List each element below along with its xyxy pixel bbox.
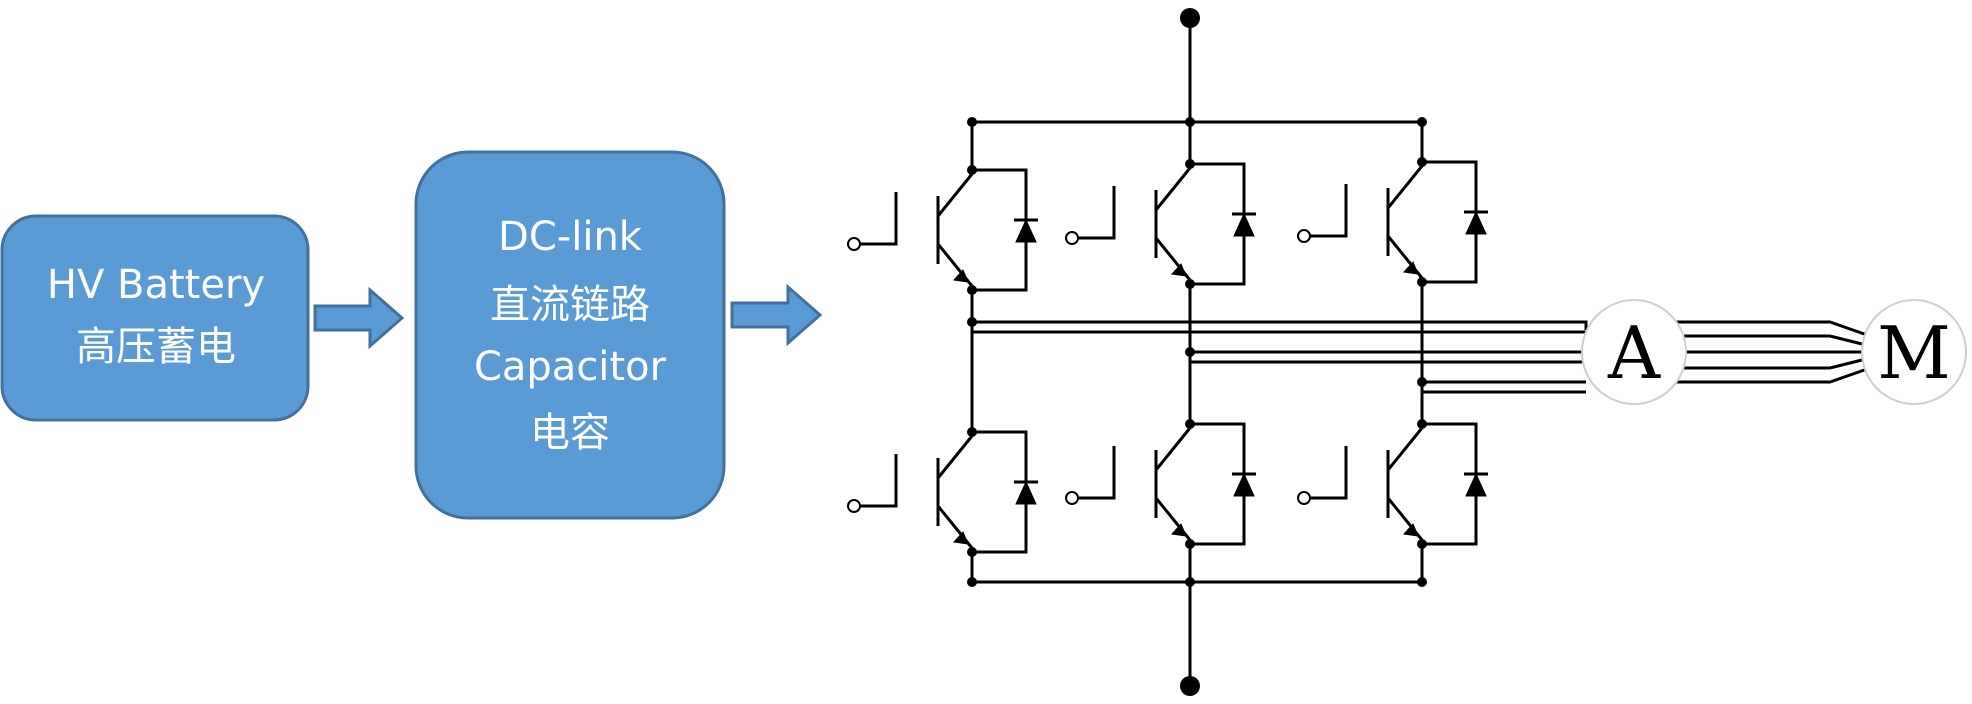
inverter-bridge bbox=[967, 8, 1871, 696]
igbt-a-low-gate-terminal bbox=[847, 499, 861, 513]
igbt-b-low-collector bbox=[1154, 427, 1192, 471]
battery-label-zh: 高压蓄电 bbox=[76, 324, 236, 370]
igbt-c-low-diode bbox=[1465, 472, 1487, 497]
capacitor-label-en: Capacitor bbox=[474, 344, 667, 390]
flow-arrow-2 bbox=[730, 283, 823, 347]
igbt-c-high-collector bbox=[1386, 165, 1424, 209]
dclink-block: DC-link 直流链路 Capacitor 电容 bbox=[414, 150, 726, 520]
igbt-a-low-gate-lead bbox=[860, 454, 898, 508]
junction-dot bbox=[1417, 117, 1427, 127]
dclink-label-zh: 直流链路 bbox=[490, 282, 650, 328]
igbt-a-low-collector bbox=[936, 435, 974, 479]
motor-feed-a-inner bbox=[1672, 334, 1871, 348]
igbt-b-high-emitter-dot bbox=[1185, 279, 1195, 289]
igbt-a-low-emitter-arrow bbox=[953, 531, 969, 545]
igbt-b-high-gate-terminal bbox=[1065, 231, 1079, 245]
igbt-c-low-gate-lead bbox=[1310, 446, 1348, 500]
junction-dot bbox=[1417, 577, 1427, 587]
igbt-b-high-diode bbox=[1233, 212, 1255, 237]
igbt-b-low-gate-terminal bbox=[1065, 491, 1079, 505]
igbt-c-high-diode-branch bbox=[1422, 160, 1478, 284]
igbt-c-high-emitter-arrow bbox=[1403, 261, 1419, 275]
battery-block: HV Battery 高压蓄电 bbox=[0, 214, 310, 422]
igbt-b-high-collector-dot bbox=[1185, 159, 1195, 169]
phase-a-output bbox=[972, 320, 1588, 330]
igbt-b-high-diode-branch bbox=[1190, 162, 1246, 286]
dclink-box bbox=[414, 150, 726, 520]
igbt-b-high-emitter-arrow bbox=[1171, 263, 1187, 277]
igbt-a-high-diode bbox=[1015, 218, 1037, 243]
igbt-c-high-gate-lead bbox=[1310, 184, 1348, 238]
motor-label: M bbox=[1877, 311, 1951, 395]
ammeter-circle bbox=[1581, 299, 1687, 405]
igbt-a-low-diode-branch bbox=[972, 430, 1028, 554]
igbt-a-high-gate-lead bbox=[860, 192, 898, 246]
igbt-b-low-emitter-dot bbox=[1185, 539, 1195, 549]
igbt-c-low-emitter-arrow bbox=[1403, 523, 1419, 537]
igbt-c-low-diode-branch bbox=[1422, 422, 1478, 546]
motor-feed-b-inner bbox=[1672, 356, 1871, 370]
igbt-b-low-gate-lead bbox=[1078, 446, 1116, 500]
igbt-b-high-gate-lead bbox=[1078, 186, 1116, 240]
dclink-label-en: DC-link bbox=[498, 214, 643, 260]
junction-dot bbox=[967, 577, 977, 587]
igbt-b-low-collector-dot bbox=[1185, 419, 1195, 429]
motor-circle bbox=[1861, 299, 1967, 405]
igbt-a-high-emitter-arrow bbox=[953, 269, 969, 283]
igbt-a-low-collector-dot bbox=[967, 427, 977, 437]
igbt-b-high-collector bbox=[1154, 167, 1192, 211]
igbt-a-high-gate-terminal bbox=[847, 237, 861, 251]
junction-dot bbox=[967, 117, 977, 127]
igbt-switches bbox=[847, 157, 1488, 557]
igbt-c-high-gate-terminal bbox=[1297, 229, 1311, 243]
battery-box bbox=[0, 214, 310, 422]
igbt-a-low-emitter-dot bbox=[967, 547, 977, 557]
capacitor-label-zh: 电容 bbox=[530, 410, 610, 456]
junction-dot bbox=[1185, 577, 1195, 587]
ammeter-label: A bbox=[1607, 311, 1661, 395]
flow-arrow-1 bbox=[313, 286, 405, 350]
igbt-b-low-diode bbox=[1233, 472, 1255, 497]
ammeter: A bbox=[1581, 299, 1687, 405]
motor-feed-a bbox=[1672, 320, 1871, 338]
igbt-a-high-diode-branch bbox=[972, 168, 1028, 292]
dc-minus-terminal bbox=[1180, 676, 1200, 696]
battery-label-en: HV Battery bbox=[47, 262, 265, 308]
igbt-a-high-collector-dot bbox=[967, 165, 977, 175]
motor-feed-c bbox=[1672, 366, 1871, 384]
igbt-a-high-emitter-dot bbox=[967, 285, 977, 295]
igbt-a-low-diode bbox=[1015, 480, 1037, 505]
igbt-c-high-collector-dot bbox=[1417, 157, 1427, 167]
junction-dot bbox=[1185, 117, 1195, 127]
motor: M bbox=[1861, 299, 1967, 405]
igbt-c-high-diode bbox=[1465, 210, 1487, 235]
igbt-b-low-emitter-arrow bbox=[1171, 523, 1187, 537]
igbt-a-high-collector bbox=[936, 173, 974, 217]
igbt-b-low-diode-branch bbox=[1190, 422, 1246, 546]
igbt-c-low-collector-dot bbox=[1417, 419, 1427, 429]
igbt-c-high-emitter-dot bbox=[1417, 277, 1427, 287]
igbt-c-low-collector bbox=[1386, 427, 1424, 471]
igbt-c-low-emitter-dot bbox=[1417, 539, 1427, 549]
dc-plus-terminal bbox=[1180, 8, 1200, 28]
igbt-c-low-gate-terminal bbox=[1297, 491, 1311, 505]
